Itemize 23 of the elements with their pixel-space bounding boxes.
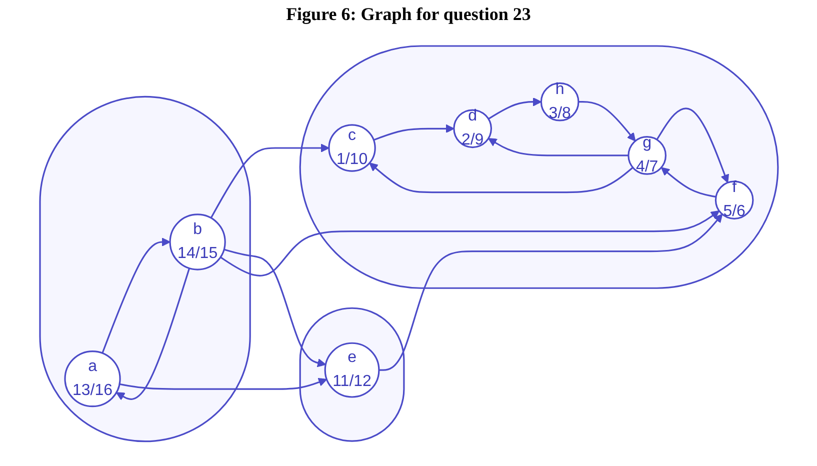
arrow	[372, 124, 454, 142]
arrow	[101, 238, 170, 354]
figure-title: Figure 6: Graph for question 23	[285, 4, 532, 25]
arrow	[118, 378, 327, 390]
node-circle: e 11/12	[324, 342, 380, 398]
node-circle: b 14/15	[168, 214, 226, 271]
arrow	[378, 214, 722, 372]
arrow	[656, 108, 729, 184]
node-circle: c 1/10	[328, 124, 376, 172]
arrow	[220, 210, 720, 277]
node-circle: a 13/16	[64, 350, 120, 408]
node-circle: d 2/9	[452, 110, 492, 148]
arrow	[488, 98, 542, 120]
node-circle: g 4/7	[627, 136, 666, 176]
node-circle: h 3/8	[540, 82, 579, 122]
arrow	[368, 162, 633, 194]
arrow	[578, 101, 636, 142]
arrow	[660, 167, 716, 198]
arrow	[223, 249, 326, 368]
arrow	[115, 268, 190, 401]
arrow	[210, 144, 329, 219]
node-circle: f 5/6	[714, 180, 754, 220]
arrow	[488, 138, 628, 157]
